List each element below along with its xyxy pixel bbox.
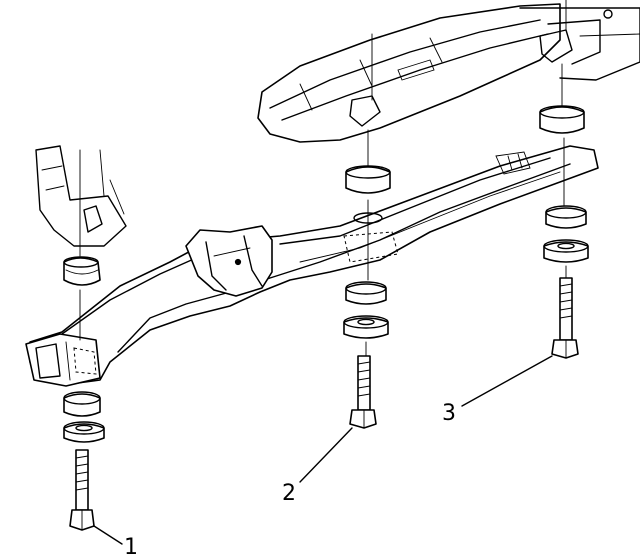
frame-crossmember (25, 145, 599, 387)
callout-2-label: 2 (282, 481, 296, 506)
callout-leaders (93, 355, 553, 545)
callout-3-label: 3 (442, 401, 456, 426)
mount-stack-2 (343, 33, 391, 429)
mount-stack-3 (539, 0, 589, 359)
callout-1-leader (93, 525, 123, 545)
callout-1-label: 1 (124, 535, 138, 558)
vehicle-body-underside (257, 3, 640, 143)
mount-stack-1 (63, 149, 105, 531)
left-body-bracket (35, 145, 127, 247)
callout-2-leader (299, 427, 353, 483)
callout-3-leader (461, 355, 553, 407)
